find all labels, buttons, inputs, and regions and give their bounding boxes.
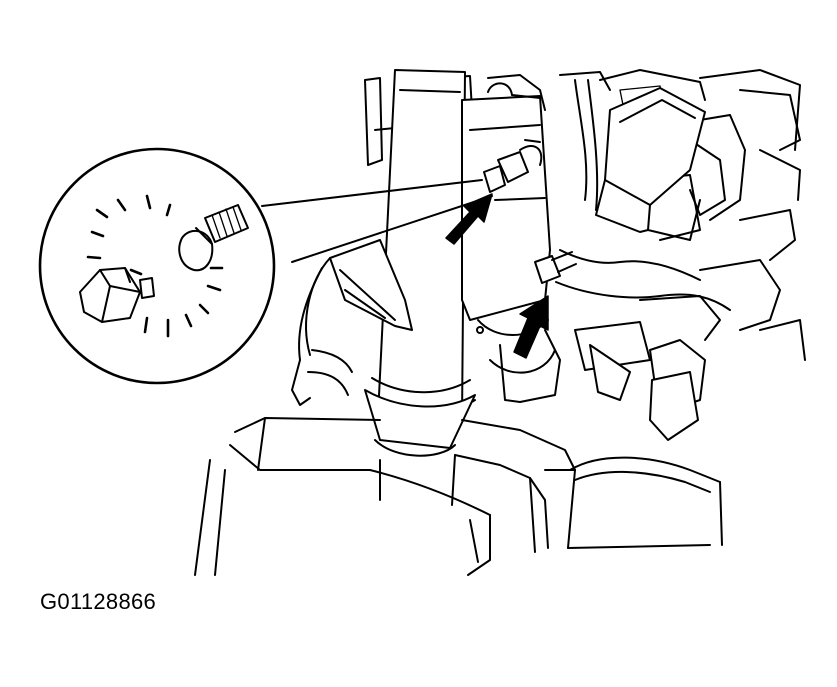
steering-column [364,69,476,506]
callout-arrow-lower [513,295,549,359]
lower-right-components [574,259,806,441]
knee-panel-center [454,419,576,553]
detail-magnifier [38,147,276,385]
callout-arrow-upper [445,193,493,245]
knee-panel-left [194,417,491,576]
figure-id-label: G01128866 [40,589,157,614]
wire-harness-left [291,239,413,406]
column-bracket [461,82,561,403]
lower-bolt [534,249,731,311]
knee-panel-right [567,456,723,549]
module-block [595,87,706,241]
upper-bolt [483,139,543,193]
callout-leader-lines [261,179,493,263]
